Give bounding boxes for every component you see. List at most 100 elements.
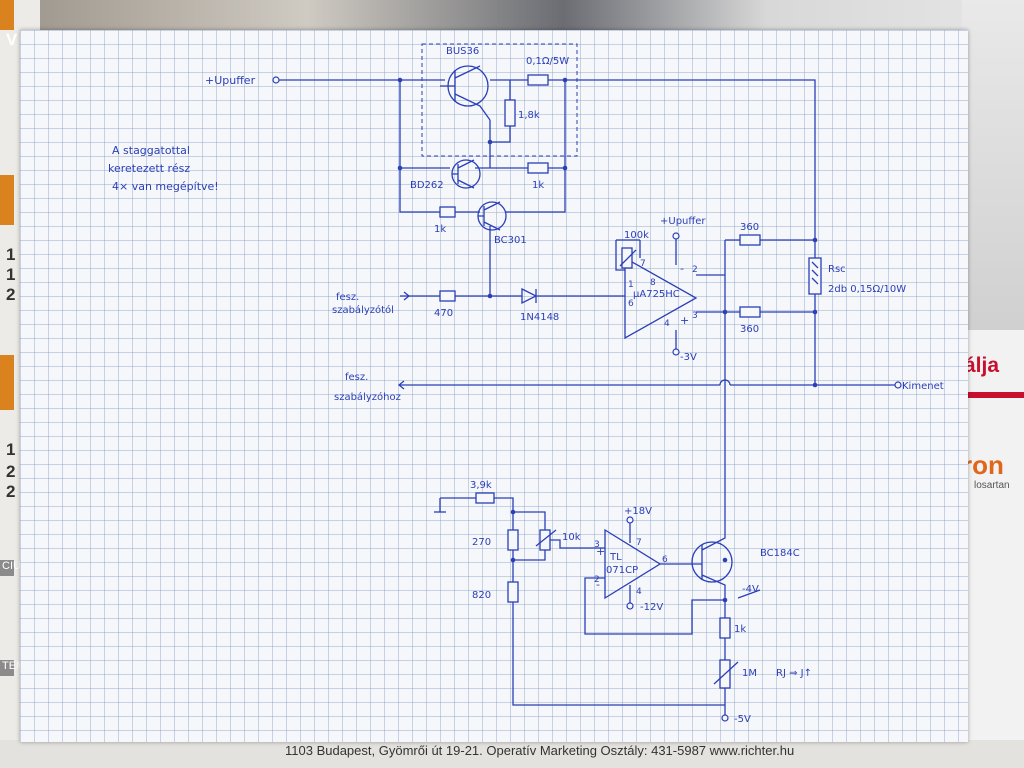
terminal-uplus-opamp [672,232,680,240]
label-tl071: TL [609,552,622,563]
calendar-stripe [0,0,14,30]
label-r820: 820 [472,590,491,601]
calendar-digit: 2 [6,462,16,481]
calendar-stripe [0,175,14,225]
footer-address: 1103 Budapest, Gyömrői út 19-21. Operatí… [285,743,795,758]
label-r10k: 10k [562,532,581,543]
opamp-plus: + [680,314,689,327]
wire [629,522,690,604]
resistor-360 [739,234,761,246]
wire [489,80,511,168]
terminal-minus3v [672,348,680,356]
svg-text:3: 3 [594,540,600,550]
label-minus5v: -5V [734,714,751,725]
wire [439,497,725,706]
trimmer-100k [621,247,633,269]
label-r360: 360 [740,222,759,233]
brochure-bottom [0,740,1024,768]
wire [615,239,641,271]
wire [513,511,605,561]
calendar-digit: 1 [6,440,16,459]
wire [505,168,566,213]
label-r270: 270 [472,537,491,548]
resistor-470 [439,290,456,302]
opamp-pin-numbers: 3 2 6 7 4 [594,538,668,597]
terminal-uplus [272,76,280,84]
calendar-stripe [0,355,14,410]
label-r470: 470 [434,308,453,319]
terminal-kimenet [894,381,902,389]
terminal-plus18v [626,516,634,524]
transistor-bc301-icon [478,201,501,231]
label-r360: 360 [740,324,759,335]
calendar-digit: V [6,30,18,49]
svg-text:4: 4 [664,319,670,329]
graph-paper-sheet [20,30,968,742]
label-r1m: 1M [742,668,757,679]
opamp-tl071-icon [604,528,662,600]
resistor-39k [475,492,495,504]
trimmer-arrow-icon [713,661,739,685]
label-r1k: 1k [734,624,746,635]
svg-text:6: 6 [662,555,668,565]
label-bc301: BC301 [494,235,527,246]
terminal-minus12v [626,602,634,610]
calendar-digit: 2 [6,285,16,304]
resistor-1k [527,162,549,174]
background-photo-right [962,0,1024,330]
dashed-frame [421,43,578,157]
label-r1k: 1k [434,224,446,235]
brochure-right [962,330,1024,768]
opamp-pin-numbers: 7 8 1 2 3 4 6 [628,259,698,329]
label-plus18v: +18V [624,506,652,517]
junction-dots [397,77,818,603]
resistor-270 [507,529,519,551]
label-minus4v: -4V [742,584,759,595]
terminal-minus5v [721,714,729,722]
label-r1k: 1k [532,180,544,191]
input-arrow-icon [403,291,411,301]
svg-text:2: 2 [692,265,698,275]
label-fesz-from: fesz. [336,292,359,303]
svg-text:1: 1 [628,280,634,290]
label-1n4148: 1N4148 [520,312,559,323]
label-rsc-value: 2db 0,15Ω/10W [828,284,906,295]
output-arrow-icon [397,380,405,390]
resistor-01 [527,74,549,86]
label-r01: 0,1Ω/5W [526,56,569,67]
brand-subtext: losartan [974,480,1010,491]
resistor-rsc [808,257,822,295]
resistor-rsc [811,261,819,285]
wire [584,577,726,715]
opamp-minus: - [680,262,684,275]
resistor-1k [439,206,456,218]
transistor-bd262-icon [452,159,475,189]
svg-text:6: 6 [628,299,634,309]
resistor-1k [719,617,731,639]
svg-text:3: 3 [692,311,698,321]
label-uplus-top: +Upuffer [205,74,256,87]
transistor-bc184c-icon [691,541,733,583]
opamp-ua725-icon [624,256,698,340]
label-bd262: BD262 [410,180,444,191]
label-fesz-from: szabályzótól [332,304,394,316]
label-tl071: 071CP [606,565,638,576]
label-bus36: BUS36 [446,46,479,57]
resistor-820 [507,581,519,603]
svg-text:4: 4 [636,587,642,597]
wire [400,79,816,385]
calendar-stripe [0,660,14,676]
opamp-minus: - [596,578,600,591]
calendar-stripe [0,560,14,576]
label-r39k: 3,9k [470,480,492,491]
svg-text:8: 8 [650,278,656,288]
label-fesz-to: fesz. [345,372,368,383]
transistor-bc184c-icon [690,530,726,600]
brand-text: ron [962,450,1004,480]
label-ua725: µA725HC [633,289,680,300]
brand-text: álja [964,354,1000,377]
label-minus3v: -3V [680,352,697,363]
calendar-digit: 2 [6,482,16,501]
svg-text:2: 2 [594,575,600,585]
